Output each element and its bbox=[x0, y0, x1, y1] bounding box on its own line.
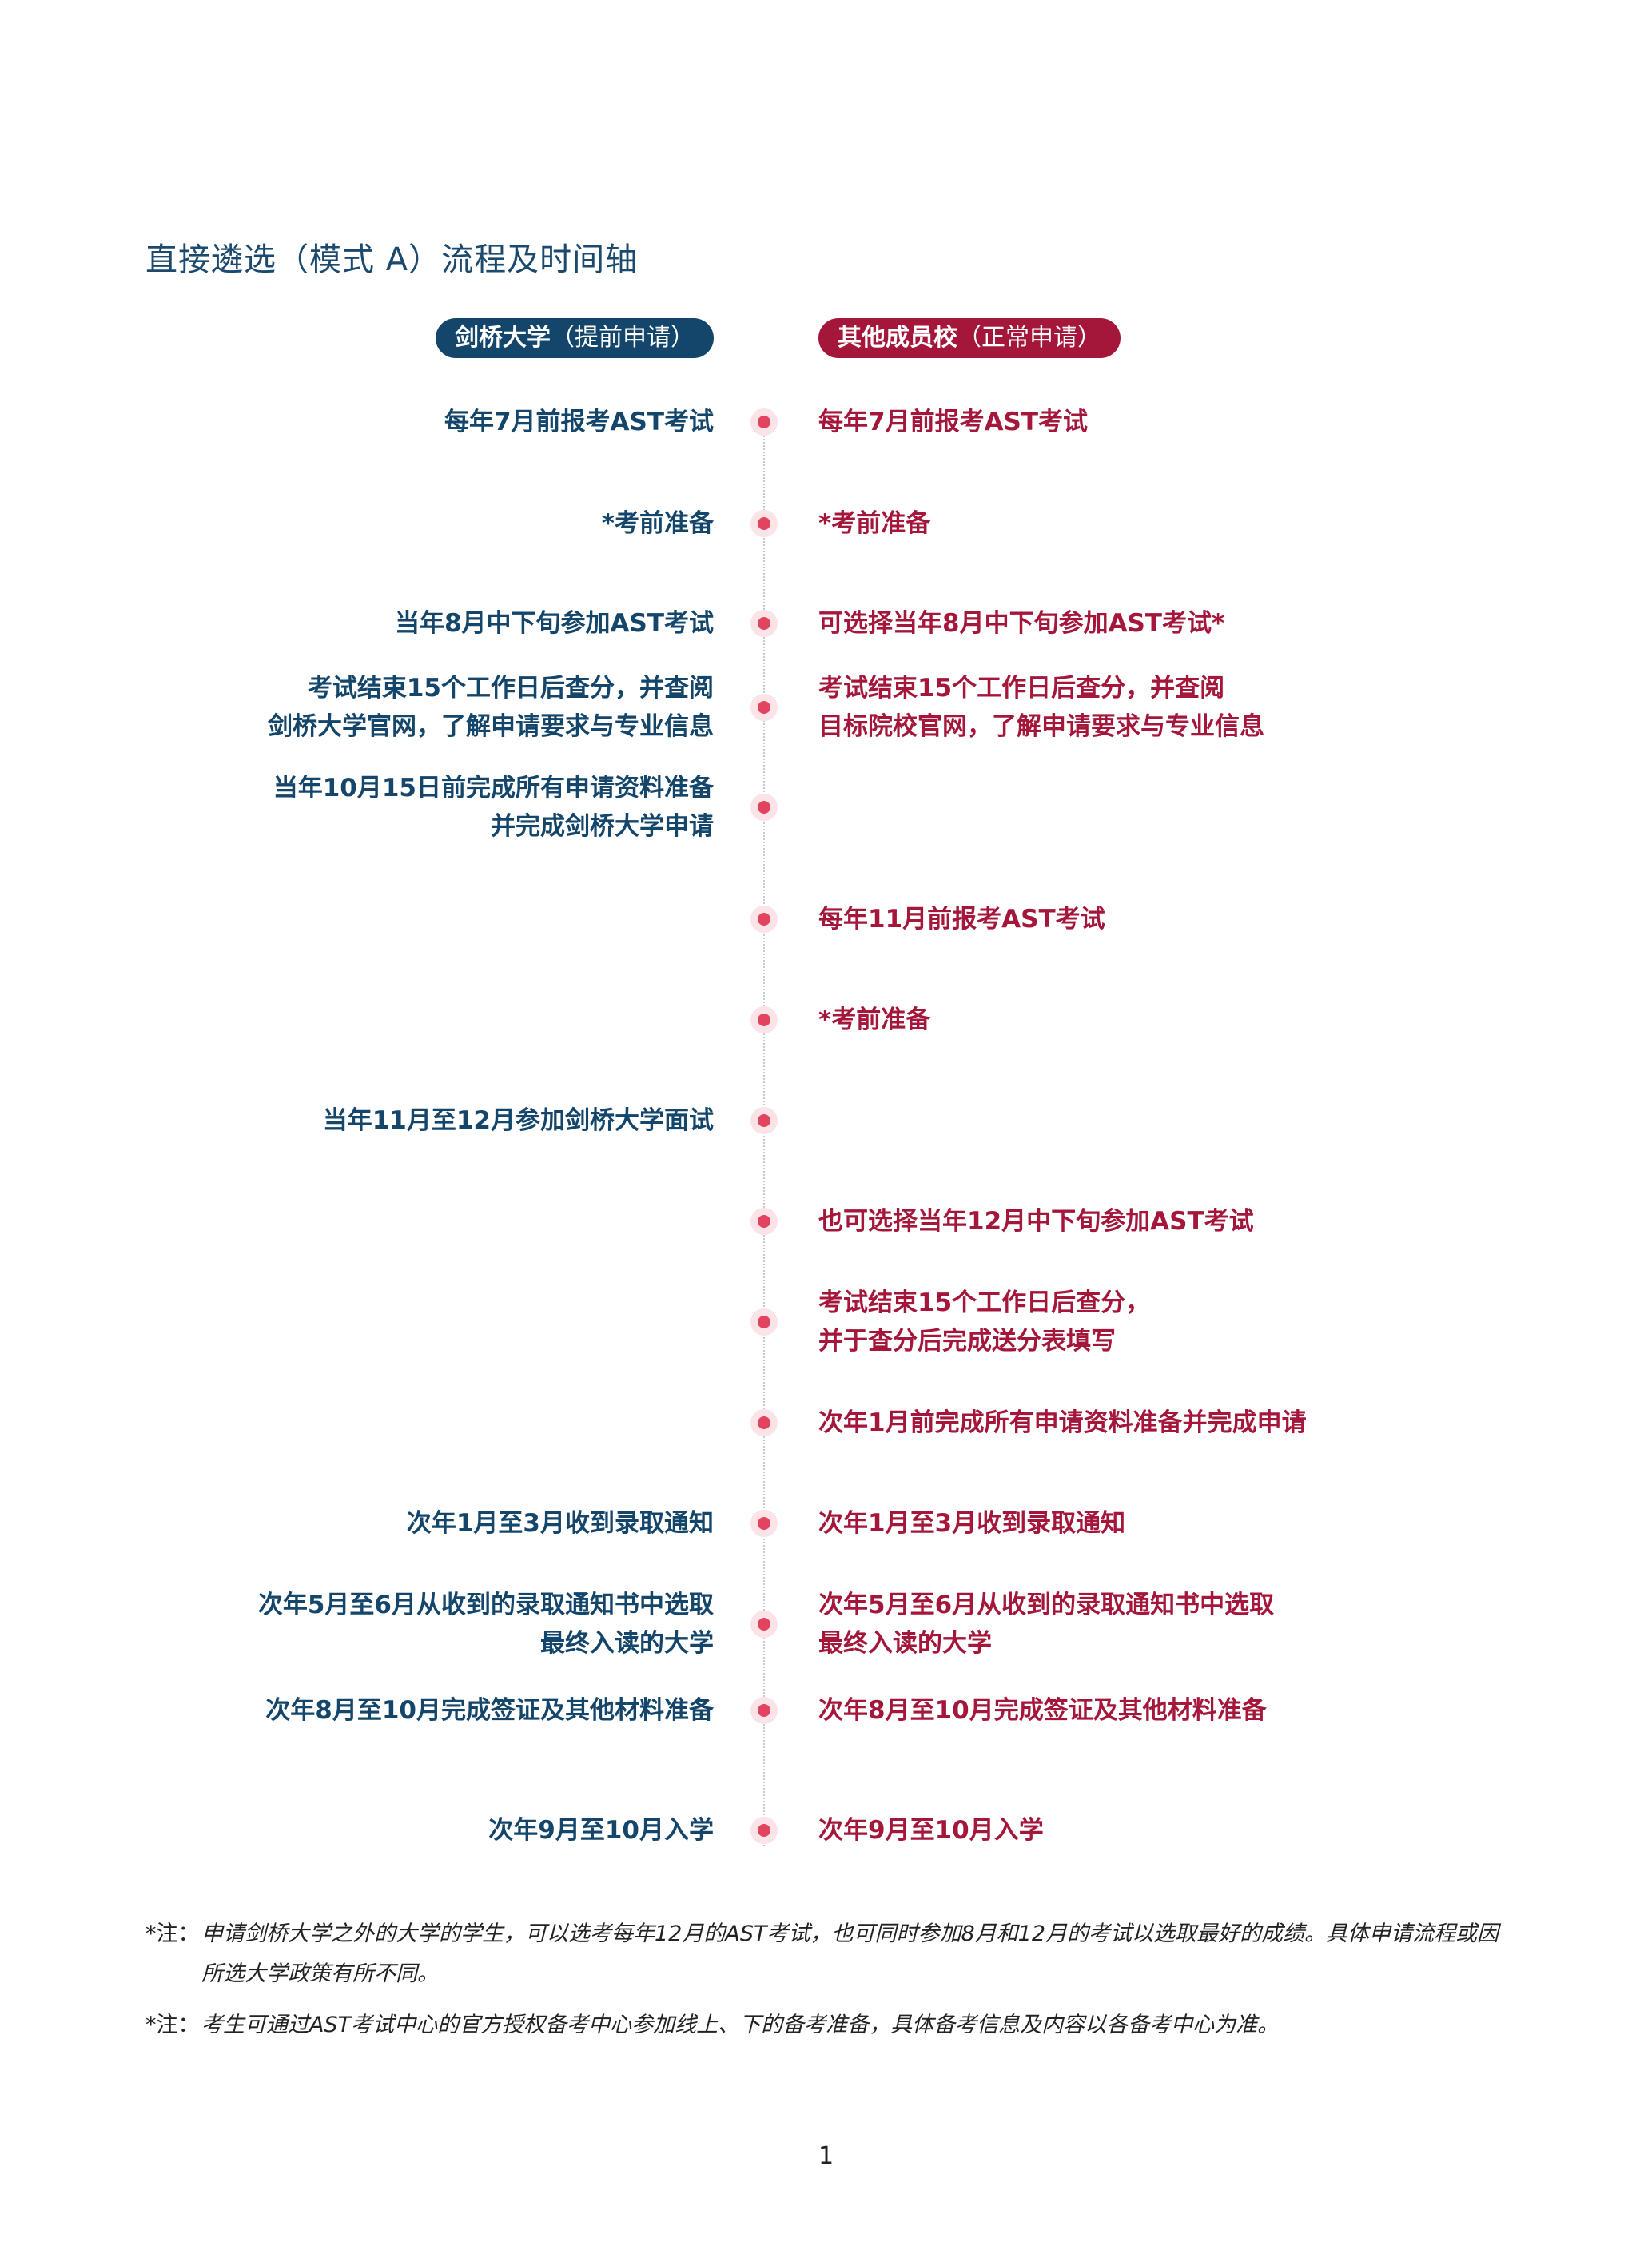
other-member-step: 考试结束15个工作日后查分，并查阅 目标院校官网，了解申请要求与专业信息 bbox=[818, 674, 1264, 741]
timeline-dot bbox=[750, 510, 778, 537]
other-member-step: 次年8月至10月完成签证及其他材料准备 bbox=[818, 1696, 1267, 1725]
header-cambridge: 剑桥大学（提前申请） bbox=[436, 318, 714, 358]
timeline-dot bbox=[750, 1697, 778, 1724]
footnote-mark: *注： bbox=[145, 1922, 200, 1946]
header-other-members-name: 其他成员校 bbox=[838, 324, 957, 352]
footnote-text: 考生可通过AST考试中心的官方授权备考中心参加线上、下的备考准备，具体备考信息及… bbox=[201, 2013, 1280, 2037]
cambridge-step: *考前准备 bbox=[601, 509, 714, 538]
cambridge-step: 次年8月至10月完成签证及其他材料准备 bbox=[265, 1696, 714, 1725]
cambridge-step: 每年7月前报考AST考试 bbox=[444, 408, 714, 436]
cambridge-step: 次年5月至6月从收到的录取通知书中选取 最终入读的大学 bbox=[257, 1591, 714, 1658]
timeline-dot bbox=[750, 1611, 778, 1638]
timeline-dot bbox=[750, 1006, 778, 1033]
cambridge-step: 次年1月至3月收到录取通知 bbox=[406, 1509, 714, 1538]
timeline-dot bbox=[750, 1107, 778, 1134]
timeline-dot bbox=[750, 1409, 778, 1436]
cambridge-step: 当年11月至12月参加剑桥大学面试 bbox=[322, 1106, 714, 1135]
timeline-dot bbox=[750, 1208, 778, 1235]
header-cambridge-note: （提前申请） bbox=[551, 324, 695, 352]
footnote: *注： 申请剑桥大学之外的大学的学生，可以选考每年12月的AST考试，也可同时参… bbox=[145, 1914, 1504, 1994]
timeline-dot bbox=[750, 694, 778, 721]
page-title: 直接遴选（模式 A）流程及时间轴 bbox=[145, 241, 639, 278]
other-member-step: 次年1月前完成所有申请资料准备并完成申请 bbox=[818, 1408, 1307, 1437]
page-number: 1 bbox=[818, 2142, 834, 2170]
other-member-step: *考前准备 bbox=[818, 509, 931, 538]
header-other-members: 其他成员校（正常申请） bbox=[818, 318, 1121, 358]
timeline-dot bbox=[750, 906, 778, 933]
cambridge-step: 考试结束15个工作日后查分，并查阅 剑桥大学官网，了解申请要求与专业信息 bbox=[268, 674, 714, 741]
other-member-step: 次年5月至6月从收到的录取通知书中选取 最终入读的大学 bbox=[818, 1591, 1275, 1658]
other-member-step: 每年7月前报考AST考试 bbox=[818, 408, 1089, 436]
timeline-dot bbox=[750, 1308, 778, 1336]
header-cambridge-name: 剑桥大学 bbox=[455, 324, 551, 352]
footnote-mark: *注： bbox=[145, 2013, 200, 2037]
other-member-step: 可选择当年8月中下旬参加AST考试* bbox=[818, 609, 1225, 638]
other-member-step: 次年9月至10月入学 bbox=[818, 1816, 1044, 1845]
other-member-step: 考试结束15个工作日后查分， 并于查分后完成送分表填写 bbox=[818, 1288, 1151, 1356]
footnote-text: 申请剑桥大学之外的大学的学生，可以选考每年12月的AST考试，也可同时参加8月和… bbox=[201, 1922, 1499, 1986]
cambridge-step: 次年9月至10月入学 bbox=[488, 1816, 714, 1845]
timeline-dot bbox=[750, 794, 778, 821]
footnotes: *注： 申请剑桥大学之外的大学的学生，可以选考每年12月的AST考试，也可同时参… bbox=[145, 1914, 1504, 2057]
other-member-step: 也可选择当年12月中下旬参加AST考试 bbox=[818, 1207, 1254, 1236]
other-member-step: 次年1月至3月收到录取通知 bbox=[818, 1509, 1126, 1538]
header-other-members-note: （正常申请） bbox=[957, 324, 1101, 352]
timeline-dot bbox=[750, 1817, 778, 1844]
timeline-dot bbox=[750, 408, 778, 436]
footnote: *注： 考生可通过AST考试中心的官方授权备考中心参加线上、下的备考准备，具体备… bbox=[145, 2005, 1504, 2045]
other-member-step: 每年11月前报考AST考试 bbox=[818, 905, 1105, 934]
cambridge-step: 当年10月15日前完成所有申请资料准备 并完成剑桥大学申请 bbox=[273, 774, 714, 841]
timeline-dot bbox=[750, 1510, 778, 1537]
cambridge-step: 当年8月中下旬参加AST考试 bbox=[394, 609, 714, 638]
timeline-dot bbox=[750, 610, 778, 637]
other-member-step: *考前准备 bbox=[818, 1006, 931, 1034]
